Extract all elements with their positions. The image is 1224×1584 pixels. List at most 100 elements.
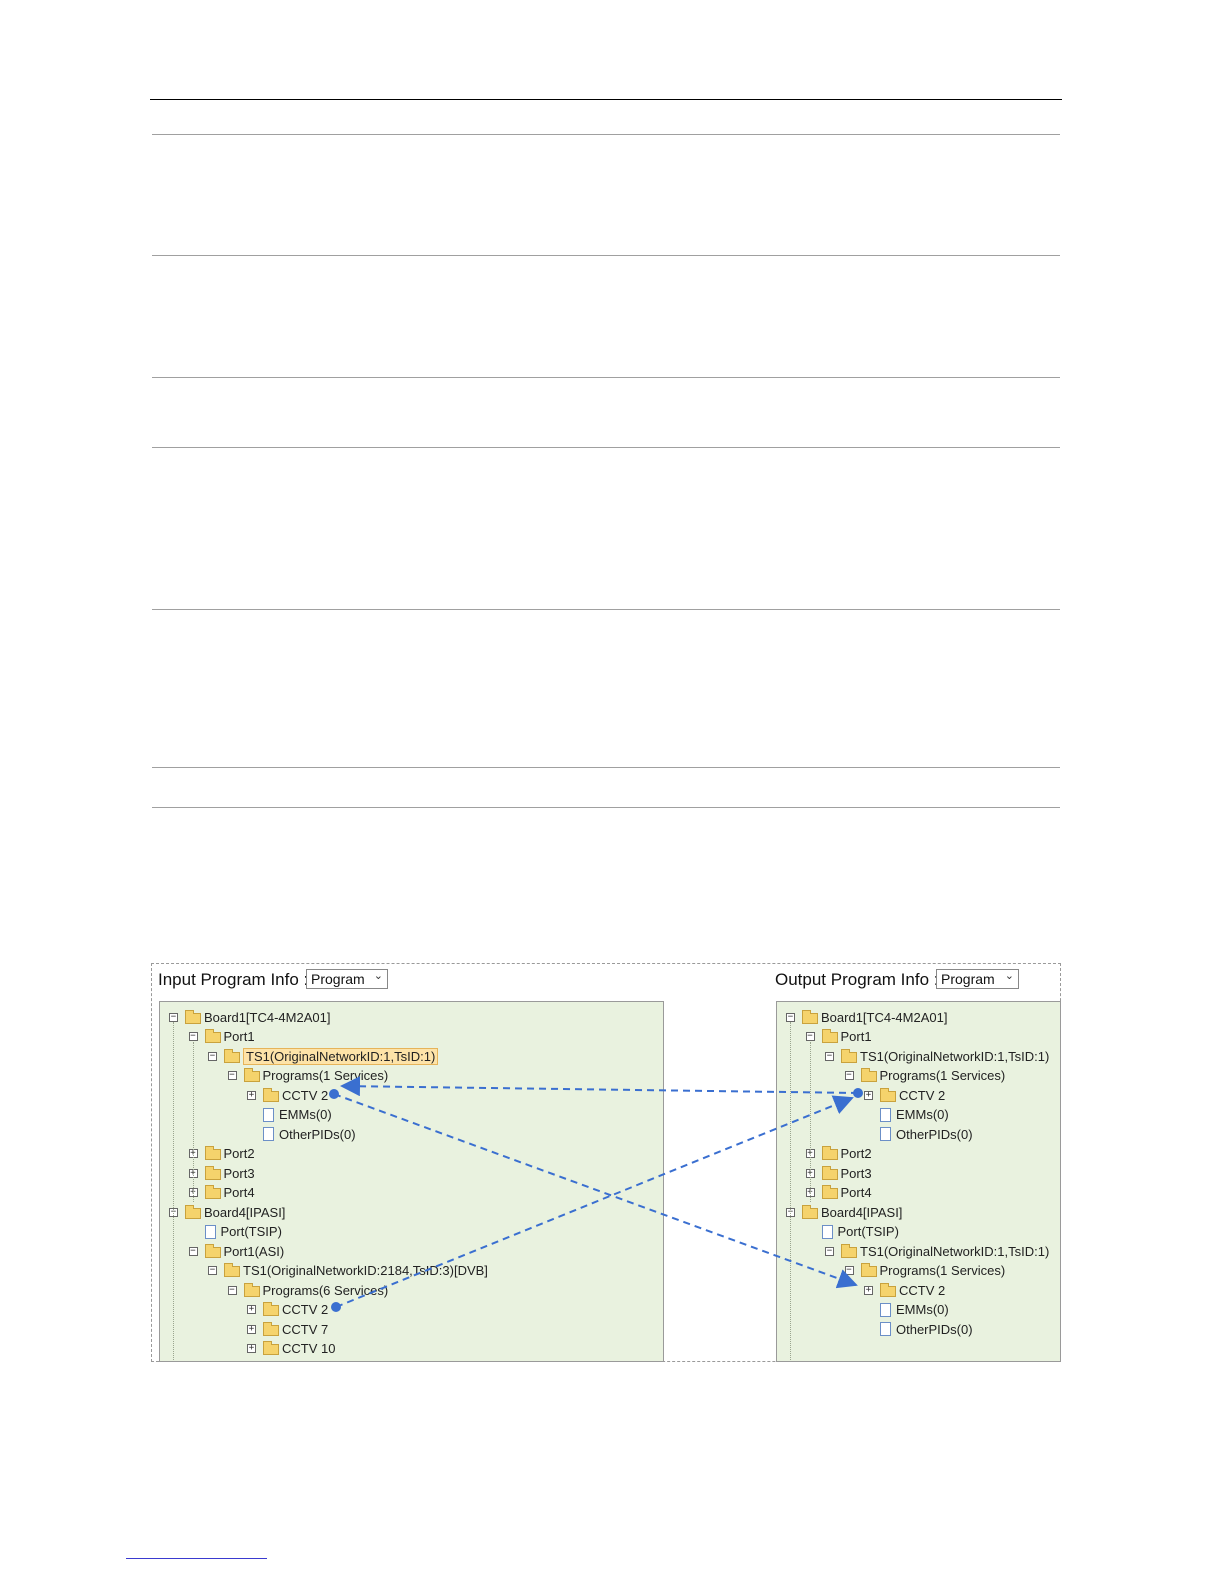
tree-node[interactable]: −Port1(ASI) — [188, 1242, 284, 1260]
table-row-divider — [152, 255, 1060, 256]
output-program-select-value: Program — [941, 971, 995, 987]
tree-node-label: EMMs(0) — [896, 1107, 949, 1122]
tree-node[interactable]: OtherPIDs(0) — [864, 1125, 973, 1143]
tree-node-label: TS1(OriginalNetworkID:2184,TsID:3)[DVB] — [243, 1263, 488, 1278]
table-row-divider — [152, 767, 1060, 768]
tree-guide-line — [810, 1042, 811, 1202]
tree-node[interactable]: EMMs(0) — [864, 1301, 949, 1319]
folder-icon — [880, 1282, 896, 1297]
folder-icon — [243, 1282, 260, 1297]
folder-icon — [243, 1068, 260, 1082]
program-mapping-panel: Input Program Info : Program ⌄ Output Pr… — [151, 963, 1061, 1362]
tree-node-label: Programs(1 Services) — [879, 1068, 1006, 1083]
collapse-icon[interactable]: − — [188, 1245, 198, 1256]
collapse-icon[interactable]: − — [208, 1050, 217, 1061]
tree-node[interactable]: − Programs(1 Services) — [844, 1067, 1006, 1085]
tree-node-label: OtherPIDs(0) — [896, 1126, 973, 1142]
arrow-input-board4-cctv2-to-output-cctv2 — [335, 1095, 854, 1308]
output-program-info-label: Output Program Info : — [775, 970, 939, 989]
folder-icon — [860, 1263, 877, 1277]
tree-node-label: Port4 — [840, 1185, 872, 1200]
tree-node-label: Port3 — [840, 1165, 872, 1181]
tree-node-label: Programs(1 Services) — [879, 1263, 1006, 1278]
tree-node[interactable]: EMMs(0) — [247, 1106, 332, 1124]
tree-node[interactable]: Port(TSIP) — [806, 1223, 899, 1241]
footer-link-underline — [126, 1558, 267, 1559]
tree-node[interactable]: OtherPIDs(0) — [247, 1125, 356, 1143]
file-icon — [880, 1107, 891, 1122]
collapse-icon[interactable]: − — [169, 1011, 178, 1022]
input-program-select[interactable]: Program ⌄ — [306, 969, 388, 989]
tree-guide-line — [173, 1022, 174, 1361]
tree-node[interactable]: +CCTV 2 — [247, 1086, 328, 1104]
table-row-divider — [152, 447, 1060, 448]
input-program-tree: −Board1[TC4-4M2A01]−Port1−TS1(OriginalNe… — [159, 1001, 664, 1362]
tree-node-label: Port2 — [840, 1146, 872, 1161]
tree-node[interactable]: OtherPIDs(0) — [864, 1320, 973, 1338]
expand-icon[interactable]: + — [247, 1323, 256, 1334]
chevron-down-icon: ⌄ — [1004, 970, 1014, 982]
expand-icon[interactable]: + — [247, 1089, 256, 1100]
file-icon — [880, 1322, 891, 1336]
folder-icon — [802, 1204, 818, 1219]
collapse-icon[interactable]: − — [188, 1031, 198, 1041]
table-row-divider — [152, 609, 1060, 610]
tree-node[interactable]: −Port1 — [805, 1028, 872, 1046]
collapse-icon[interactable]: − — [825, 1050, 834, 1061]
expand-icon[interactable]: + — [864, 1089, 873, 1100]
tree-node[interactable]: EMMs(0) — [864, 1106, 949, 1124]
folder-icon — [263, 1087, 279, 1102]
tree-node-label: CCTV 7 — [282, 1321, 329, 1337]
chevron-down-icon: ⌄ — [373, 970, 383, 982]
tree-node[interactable]: − Port1 — [188, 1028, 255, 1046]
collapse-icon[interactable]: − — [844, 1070, 854, 1080]
output-program-select[interactable]: Program ⌄ — [936, 969, 1019, 989]
collapse-icon[interactable]: − — [227, 1070, 237, 1080]
tree-node[interactable]: −TS1(OriginalNetworkID:1,TsID:1) — [825, 1047, 1049, 1065]
tree-node[interactable]: + CCTV 2 — [247, 1301, 328, 1319]
tree-node[interactable]: +CCTV 2 — [864, 1281, 945, 1299]
folder-icon — [821, 1146, 838, 1160]
collapse-icon[interactable]: − — [786, 1011, 795, 1022]
tree-node-label: Board4[IPASI] — [204, 1204, 286, 1220]
file-icon — [263, 1107, 274, 1122]
collapse-icon[interactable]: − — [825, 1245, 834, 1256]
folder-icon — [263, 1321, 279, 1336]
folder-icon — [224, 1048, 240, 1063]
tree-node[interactable]: + CCTV 7 — [247, 1320, 328, 1338]
tree-node-label: TS1(OriginalNetworkID:1,TsID:1) — [243, 1047, 439, 1065]
input-program-info-label: Input Program Info : — [158, 970, 309, 989]
tree-node[interactable]: − Board1[TC4-4M2A01] — [169, 1008, 330, 1026]
file-icon — [263, 1127, 274, 1141]
folder-icon — [860, 1068, 877, 1082]
tree-node[interactable]: +Port3 — [188, 1164, 255, 1182]
arrow-origin-dot — [853, 1088, 863, 1098]
arrow-origin-dot — [331, 1302, 341, 1312]
tree-node-label: CCTV 2 — [282, 1302, 329, 1317]
tree-guide-line — [193, 1042, 194, 1202]
tree-node[interactable]: Port(TSIP) — [189, 1223, 282, 1241]
tree-node-label: Programs(6 Services) — [262, 1282, 389, 1298]
folder-icon — [204, 1165, 221, 1180]
tree-node[interactable]: − TS1(OriginalNetworkID:1,TsID:1) — [208, 1047, 439, 1065]
tree-node[interactable]: −TS1(OriginalNetworkID:1,TsID:1) — [825, 1242, 1049, 1260]
folder-icon — [204, 1243, 221, 1258]
expand-icon[interactable]: + — [864, 1284, 873, 1295]
tree-node[interactable]: +CCTV 2 — [864, 1086, 945, 1104]
expand-icon[interactable]: + — [247, 1304, 256, 1314]
tree-node-label: Port(TSIP) — [220, 1224, 282, 1239]
tree-node-label: Port1 — [223, 1029, 255, 1044]
tree-node[interactable]: − TS1(OriginalNetworkID:2184,TsID:3)[DVB] — [208, 1262, 488, 1280]
arrow-origin-dot — [329, 1089, 339, 1099]
arrow-input-cctv2-to-output-board4 — [333, 1093, 858, 1289]
tree-node[interactable]: −Board1[TC4-4M2A01] — [786, 1008, 947, 1026]
tree-node-label: Port2 — [223, 1146, 255, 1161]
collapse-icon[interactable]: − — [227, 1284, 237, 1295]
tree-node-label: OtherPIDs(0) — [896, 1321, 973, 1337]
tree-node[interactable]: +CCTV 10 — [247, 1340, 335, 1358]
collapse-icon[interactable]: − — [805, 1031, 815, 1041]
collapse-icon[interactable]: − — [208, 1265, 217, 1275]
expand-icon[interactable]: + — [247, 1343, 256, 1353]
tree-node[interactable]: − Programs(6 Services) — [227, 1281, 389, 1299]
tree-node-label: Board1[TC4-4M2A01] — [204, 1009, 331, 1025]
